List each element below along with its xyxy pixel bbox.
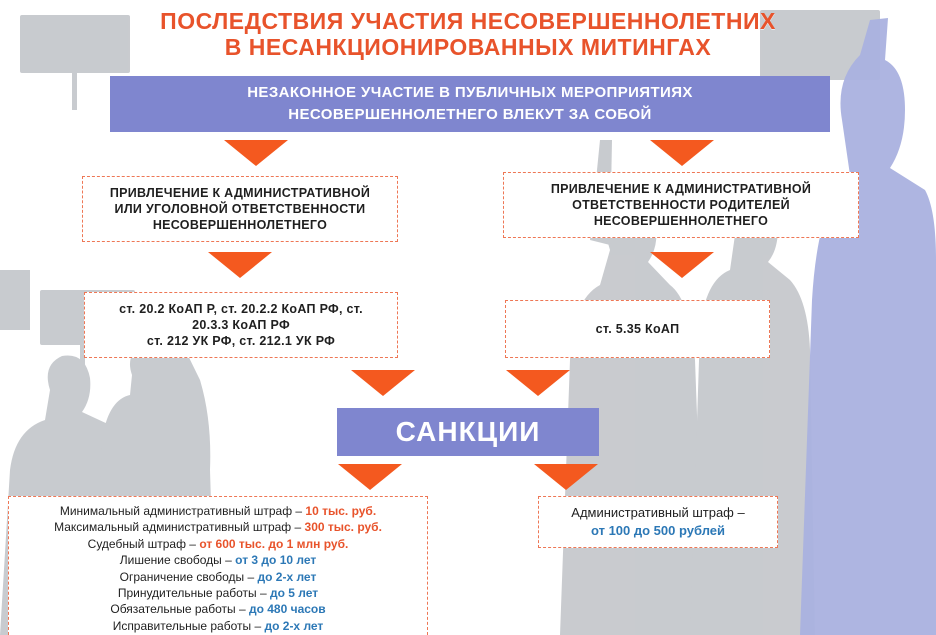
sanction-value: от 3 до 10 лет: [235, 553, 317, 568]
minor-responsibility-box: ПРИВЛЕЧЕНИЕ К АДМИНИСТРАТИВНОЙ ИЛИ УГОЛО…: [82, 176, 398, 242]
sanction-value: до 2-х лет: [257, 569, 317, 584]
box-line: ст. 5.35 КоАП: [595, 322, 680, 336]
sanction-row: Судебный штраф – от 600 тыс. до 1 млн ру…: [9, 536, 427, 552]
sanction-row: Максимальный административный штраф – 30…: [9, 519, 427, 535]
sign-pole: [80, 342, 85, 392]
sanction-row: Минимальный административный штраф – 10 …: [9, 503, 427, 519]
sanction-label: Обязательные работы –: [110, 602, 249, 617]
down-arrow-icon: [351, 370, 415, 396]
title-line: В НЕСАНКЦИОНИРОВАННЫХ МИТИНГАХ: [224, 34, 712, 60]
page-title: ПОСЛЕДСТВИЯ УЧАСТИЯ НЕСОВЕРШЕННОЛЕТНИХ В…: [60, 8, 876, 60]
sanction-value: до 2-х лет: [264, 618, 324, 633]
down-arrow-icon: [650, 140, 714, 166]
box-line: НЕСОВЕРШЕННОЛЕТНЕГО: [593, 214, 769, 228]
sanction-label: Ограничение свободы –: [119, 569, 258, 584]
sanction-row: Ограничение свободы – до 2-х лет: [9, 569, 427, 585]
parents-fine-box: Административный штраф – от 100 до 500 р…: [538, 496, 778, 548]
sanction-row: Принудительные работы – до 5 лет: [9, 585, 427, 601]
consequences-banner: НЕЗАКОННОЕ УЧАСТИЕ В ПУБЛИЧНЫХ МЕРОПРИЯТ…: [110, 76, 830, 132]
down-arrow-icon: [650, 252, 714, 278]
box-line: ОТВЕТСТВЕННОСТИ РОДИТЕЛЕЙ: [572, 198, 790, 212]
sanction-label: Принудительные работы –: [117, 586, 271, 601]
down-arrow-icon: [338, 464, 402, 490]
protest-sign-left-edge: [0, 270, 30, 330]
sanction-label: Максимальный административный штраф –: [54, 520, 305, 535]
box-line: ст. 20.2 КоАП Р, ст. 20.2.2 КоАП РФ, ст.: [119, 302, 363, 316]
sanction-label: Исправительные работы –: [112, 618, 265, 633]
sanction-value: от 600 тыс. до 1 млн руб.: [199, 536, 349, 551]
box-line: НЕСОВЕРШЕННОЛЕТНЕГО: [152, 218, 328, 232]
title-line: ПОСЛЕДСТВИЯ УЧАСТИЯ НЕСОВЕРШЕННОЛЕТНИХ: [160, 8, 776, 34]
sanction-value: до 480 часов: [248, 602, 326, 617]
protest-sign-top-left: [20, 15, 130, 73]
sanction-label: Лишение свободы –: [119, 553, 236, 568]
box-line: 20.3.3 КоАП РФ: [192, 318, 290, 332]
sanction-row: Исправительные работы – до 2-х лет: [9, 618, 427, 634]
box-line: ст. 212 УК РФ, ст. 212.1 УК РФ: [146, 334, 336, 348]
sanction-row: Лишение свободы – от 3 до 10 лет: [9, 552, 427, 568]
parents-articles-box: ст. 5.35 КоАП: [505, 300, 770, 358]
down-arrow-icon: [208, 252, 272, 278]
banner-line: НЕЗАКОННОЕ УЧАСТИЕ В ПУБЛИЧНЫХ МЕРОПРИЯТ…: [247, 84, 693, 101]
sanction-label: Минимальный административный штраф –: [59, 504, 306, 518]
sign-pole: [72, 70, 77, 110]
raised-fist-figure: [800, 18, 936, 635]
sanction-row: Обязательные работы – до 480 часов: [9, 601, 427, 617]
protest-sign-top-right: [760, 10, 880, 80]
sanction-value: 10 тыс. руб.: [305, 504, 377, 518]
box-line: ИЛИ УГОЛОВНОЙ ОТВЕТСТВЕННОСТИ: [114, 202, 366, 216]
box-line: ПРИВЛЕЧЕНИЕ К АДМИНИСТРАТИВНОЙ: [550, 182, 812, 196]
sanction-value: до 5 лет: [270, 586, 319, 601]
box-line: ПРИВЛЕЧЕНИЕ К АДМИНИСТРАТИВНОЙ: [109, 186, 371, 200]
down-arrow-icon: [506, 370, 570, 396]
down-arrow-icon: [534, 464, 598, 490]
sanction-value: 300 тыс. руб.: [304, 520, 382, 535]
minor-sanctions-list: Минимальный административный штраф – 10 …: [8, 496, 428, 635]
minor-articles-box: ст. 20.2 КоАП Р, ст. 20.2.2 КоАП РФ, ст.…: [84, 292, 398, 358]
down-arrow-icon: [224, 140, 288, 166]
fine-value: от 100 до 500 рублей: [590, 523, 726, 538]
sanction-label: Судебный штраф –: [87, 536, 200, 551]
banner-line: НЕСОВЕРШЕННОЛЕТНЕГО ВЛЕКУТ ЗА СОБОЙ: [288, 106, 652, 123]
sanctions-header: САНКЦИИ: [337, 408, 599, 456]
fine-label: Административный штраф –: [571, 505, 745, 520]
parents-responsibility-box: ПРИВЛЕЧЕНИЕ К АДМИНИСТРАТИВНОЙ ОТВЕТСТВЕ…: [503, 172, 859, 238]
